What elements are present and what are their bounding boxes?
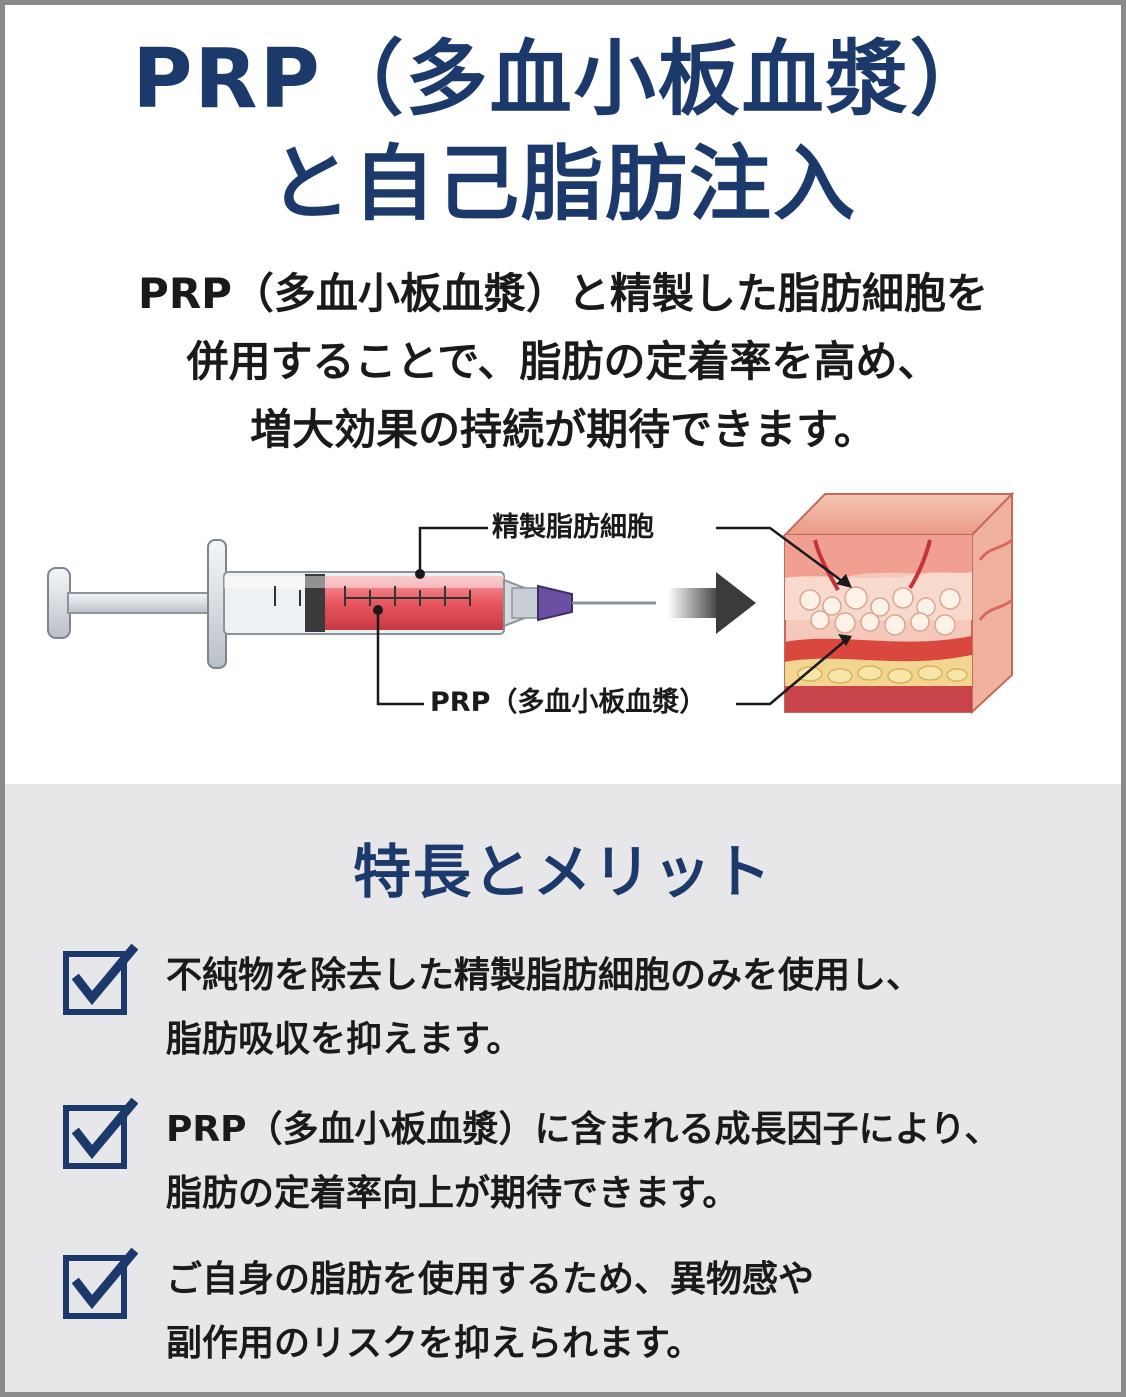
feature-text-line2: 副作用のリスクを抑えられます。 <box>166 1323 703 1364</box>
feature-text-line1: PRP（多血小板血漿）に含まれる成長因子により、 <box>166 1109 1001 1150</box>
feature-text: PRP（多血小板血漿）に含まれる成長因子により、 脂肪の定着率向上が期待できます… <box>166 1098 1000 1226</box>
checkbox-checked-icon <box>63 944 138 1015</box>
lead-line2: 併用することで、脂肪の定着率を高め、 <box>186 337 940 386</box>
feature-text-line1: 不純物を除去した精製脂肪細胞のみを使用し、 <box>166 955 923 996</box>
syringe-icon <box>47 539 656 669</box>
injection-illustration: 精製脂肪細胞 PRP（多血小板血漿） <box>0 480 1126 750</box>
feature-text-line2: 脂肪吸収を抑えます。 <box>166 1019 523 1060</box>
checkbox-checked-icon <box>63 1098 138 1169</box>
feature-text-line2: 脂肪の定着率向上が期待できます。 <box>166 1173 739 1214</box>
lead-line3: 増大効果の持続が期待できます。 <box>250 405 876 454</box>
page-title-line1: PRP（多血小板血漿） <box>132 32 994 127</box>
label-purified-fat: 精製脂肪細胞 <box>492 510 654 546</box>
lead-line1: PRP（多血小板血漿）と精製した脂肪細胞を <box>138 269 988 318</box>
feature-text: ご自身の脂肪を使用するため、異物感や 副作用のリスクを抑えられます。 <box>166 1248 814 1376</box>
intro-section: PRP（多血小板血漿） と自己脂肪注入 PRP（多血小板血漿）と精製した脂肪細胞… <box>0 32 1126 750</box>
label-prp: PRP（多血小板血漿） <box>430 685 707 721</box>
page-title-line2: と自己脂肪注入 <box>268 137 857 232</box>
features-heading: 特長とメリット <box>352 838 773 906</box>
arrow-right-icon <box>668 572 756 634</box>
illustration-graphic <box>47 491 1015 715</box>
checkbox-checked-icon <box>63 1248 138 1319</box>
skin-tissue-icon <box>782 491 1015 715</box>
features-panel <box>0 784 1126 1397</box>
callout-lines <box>376 526 847 706</box>
feature-text: 不純物を除去した精製脂肪細胞のみを使用し、 脂肪吸収を抑えます。 <box>166 944 922 1072</box>
feature-text-line1: ご自身の脂肪を使用するため、異物感や <box>166 1259 815 1300</box>
